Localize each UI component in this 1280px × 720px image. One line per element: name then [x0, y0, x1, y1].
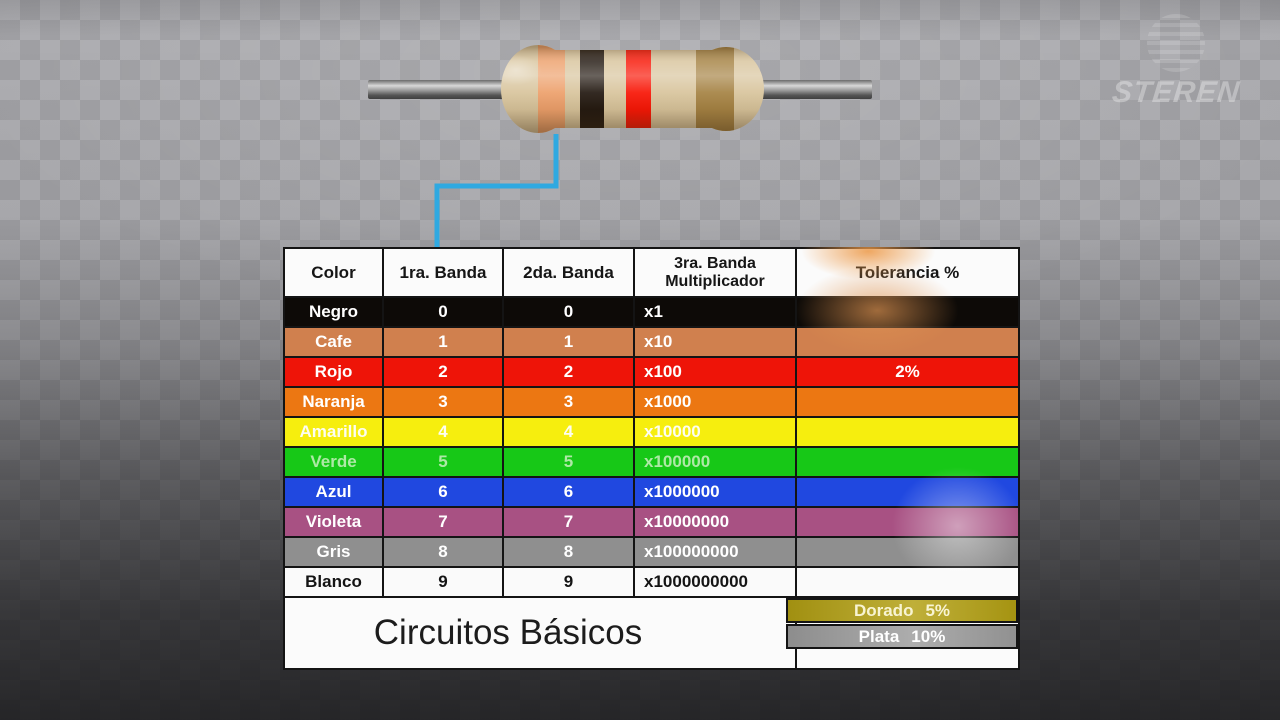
multiplier-cell-amarillo: x10000	[635, 418, 795, 446]
band1-cell-cafe: 1	[384, 328, 502, 356]
color-name-cell-verde: Verde	[285, 448, 382, 476]
band2-cell-cafe: 1	[504, 328, 633, 356]
tolerance-cell-azul	[797, 478, 1018, 506]
color-name-cell-azul: Azul	[285, 478, 382, 506]
band1-cell-amarillo: 4	[384, 418, 502, 446]
tolerance-cell-gris	[797, 538, 1018, 566]
color-name-cell-violeta: Violeta	[285, 508, 382, 536]
color-name-cell-cafe: Cafe	[285, 328, 382, 356]
resistor-illustration	[368, 45, 872, 133]
tolerance-cell-rojo: 2%	[797, 358, 1018, 386]
band2-cell-negro: 0	[504, 298, 633, 326]
band2-cell-azul: 6	[504, 478, 633, 506]
header-color: Color	[285, 249, 382, 296]
header-2nd-band: 2da. Banda	[504, 249, 633, 296]
band2-cell-verde: 5	[504, 448, 633, 476]
band2-cell-gris: 8	[504, 538, 633, 566]
color-name-cell-blanco: Blanco	[285, 568, 382, 596]
resistor-cylinder-shading	[501, 45, 764, 133]
band1-cell-violeta: 7	[384, 508, 502, 536]
multiplier-cell-blanco: x1000000000	[635, 568, 795, 596]
band2-cell-blanco: 9	[504, 568, 633, 596]
footer-title: Circuitos Básicos	[373, 613, 643, 652]
color-name-cell-rojo: Rojo	[285, 358, 382, 386]
plata-value: 10%	[911, 626, 946, 646]
dorado-label: Dorado	[853, 600, 914, 620]
multiplier-cell-azul: x1000000	[635, 478, 795, 506]
header-3rd-band-multiplier: 3ra. Banda Multiplicador	[635, 249, 795, 296]
steren-brand-text: STEREN	[1110, 76, 1242, 109]
multiplier-cell-naranja: x1000	[635, 388, 795, 416]
multiplier-cell-rojo: x100	[635, 358, 795, 386]
plata-tolerance-chip: Plata 10%	[786, 624, 1018, 649]
band1-cell-rojo: 2	[384, 358, 502, 386]
tolerance-cell-blanco	[797, 568, 1018, 596]
steren-globe-icon	[1147, 14, 1205, 72]
steren-watermark: STEREN	[1098, 14, 1254, 110]
multiplier-cell-gris: x100000000	[635, 538, 795, 566]
tolerance-cell-amarillo	[797, 418, 1018, 446]
color-name-cell-negro: Negro	[285, 298, 382, 326]
color-name-cell-gris: Gris	[285, 538, 382, 566]
multiplier-cell-cafe: x10	[635, 328, 795, 356]
tolerance-cell-negro	[797, 298, 1018, 326]
extra-tolerance-cell: Dorado 5% Plata 10%	[786, 598, 1018, 668]
band2-cell-naranja: 3	[504, 388, 633, 416]
multiplier-cell-negro: x1	[635, 298, 795, 326]
header-1st-band: 1ra. Banda	[384, 249, 502, 296]
band2-cell-violeta: 7	[504, 508, 633, 536]
band2-cell-amarillo: 4	[504, 418, 633, 446]
multiplier-cell-violeta: x10000000	[635, 508, 795, 536]
footer-title-cell: Circuitos Básicos	[285, 598, 795, 668]
dorado-value: 5%	[925, 600, 951, 620]
tolerance-cell-verde	[797, 448, 1018, 476]
tolerance-cell-cafe	[797, 328, 1018, 356]
multiplier-cell-verde: x100000	[635, 448, 795, 476]
band1-cell-azul: 6	[384, 478, 502, 506]
extra-tolerance-chips: Dorado 5% Plata 10%	[786, 598, 1018, 650]
header-tolerance: Tolerancia %	[797, 249, 1018, 296]
plata-label: Plata	[858, 626, 900, 646]
band1-cell-blanco: 9	[384, 568, 502, 596]
tolerance-cell-naranja	[797, 388, 1018, 416]
band2-cell-rojo: 2	[504, 358, 633, 386]
band1-cell-gris: 8	[384, 538, 502, 566]
color-name-cell-naranja: Naranja	[285, 388, 382, 416]
resistor-color-code-table: Color 1ra. Banda 2da. Banda 3ra. Banda M…	[283, 247, 1020, 670]
dorado-tolerance-chip: Dorado 5%	[786, 598, 1018, 623]
band1-cell-naranja: 3	[384, 388, 502, 416]
band1-cell-verde: 5	[384, 448, 502, 476]
band1-cell-negro: 0	[384, 298, 502, 326]
band-callout-line	[434, 134, 559, 252]
tolerance-cell-violeta	[797, 508, 1018, 536]
resistor-lead-left	[368, 80, 543, 99]
color-name-cell-amarillo: Amarillo	[285, 418, 382, 446]
